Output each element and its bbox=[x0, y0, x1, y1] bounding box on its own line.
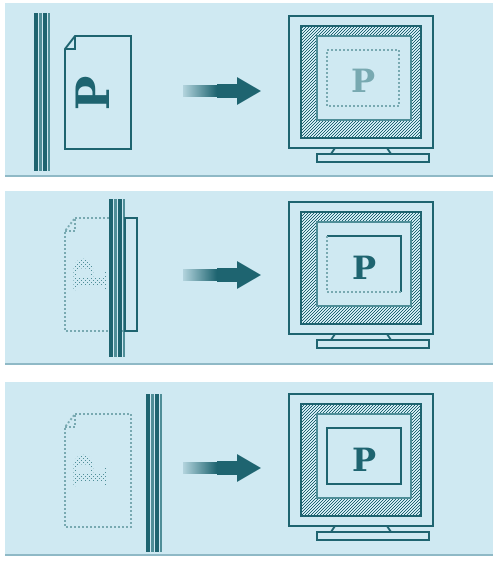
screen-letter: P bbox=[352, 441, 376, 479]
document-letter: P bbox=[66, 76, 120, 111]
monitor-icon: P bbox=[289, 16, 433, 162]
scanner-bar-icon bbox=[34, 13, 50, 171]
arrow-right-icon bbox=[183, 454, 261, 482]
scan-panel-step-2: P P bbox=[5, 191, 493, 365]
screen-letter: P bbox=[352, 249, 376, 287]
document-icon: P bbox=[64, 414, 131, 527]
panel-1-drawing: P P bbox=[5, 3, 493, 177]
document-icon: P bbox=[65, 36, 131, 149]
document-letter: P bbox=[64, 454, 118, 489]
arrow-right-icon bbox=[183, 77, 261, 105]
panel-3-drawing: P P bbox=[5, 382, 493, 556]
scanner-bar-icon bbox=[146, 394, 162, 552]
arrow-right-icon bbox=[183, 261, 261, 289]
monitor-icon: P bbox=[289, 394, 433, 540]
scan-panel-step-1: P P bbox=[5, 3, 493, 177]
panel-2-drawing: P P bbox=[5, 191, 493, 365]
monitor-icon: P bbox=[289, 202, 433, 348]
screen-letter: P bbox=[351, 62, 375, 100]
scan-panel-step-3: P P bbox=[5, 382, 493, 556]
